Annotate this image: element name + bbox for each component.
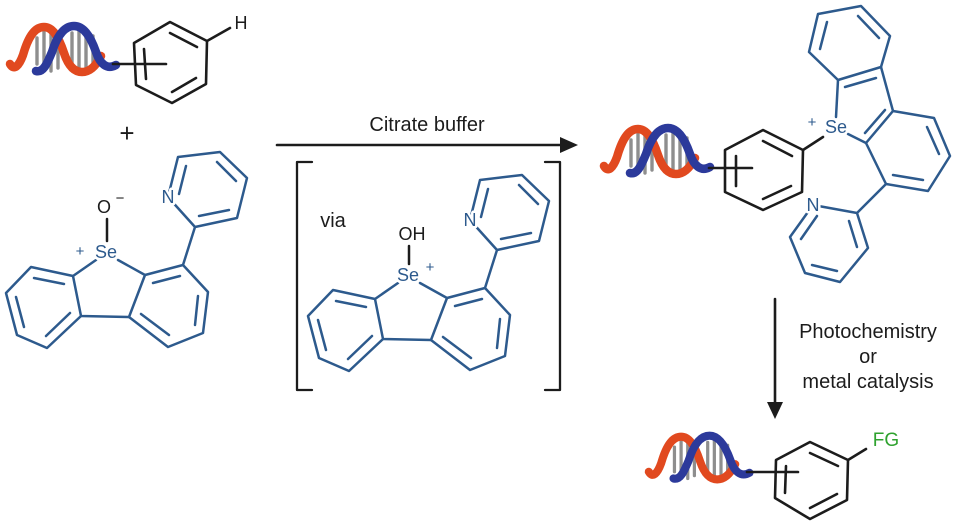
minus-charge: −	[116, 190, 125, 207]
arrow-condition-line3: metal catalysis	[802, 371, 933, 393]
plus-charge: +	[76, 243, 85, 260]
arrowhead	[767, 402, 783, 419]
o-label: O	[97, 197, 111, 217]
arrowhead	[560, 137, 578, 153]
bracket-right	[543, 160, 562, 392]
arrow-condition-line1: Photochemistry	[799, 321, 937, 343]
n-label: N	[807, 195, 820, 215]
intermediate-bracketed: via OH +	[295, 160, 562, 392]
final-product-dna-aryl-fg: FG	[649, 428, 902, 521]
plus-sign: +	[119, 118, 134, 148]
selenoxide-reagent: O − +	[6, 152, 247, 348]
reaction-arrow-right: Citrate buffer	[275, 114, 578, 153]
fused-benzene-top	[807, 4, 892, 82]
fg-label: FG	[873, 430, 899, 451]
selenophene-ring	[834, 65, 895, 145]
c-h-bond	[205, 26, 232, 43]
se-label: Se	[825, 117, 847, 137]
plus-charge: +	[808, 114, 817, 131]
double-bond-lines	[142, 31, 199, 94]
selenophene-pyridine-core	[6, 152, 247, 348]
aryl-fg-bond	[846, 447, 868, 462]
double-bond-lines	[734, 139, 794, 201]
h-label: H	[235, 13, 248, 33]
product-selenonium: Se + N	[604, 4, 952, 284]
double-bond-lines	[799, 14, 941, 273]
dna-helix-icon	[604, 128, 710, 174]
plus-charge: +	[426, 259, 435, 276]
arrow-condition-label: Citrate buffer	[369, 114, 485, 136]
aryl-se-bond	[801, 135, 825, 152]
via-label: via	[320, 210, 346, 232]
fused-benzene-right	[864, 109, 952, 193]
arrow-condition-line2: or	[859, 346, 877, 368]
bracket-left	[295, 160, 314, 392]
reactant-dna-arene: H	[10, 11, 250, 105]
pyridyl-bond	[855, 182, 888, 215]
double-bond-lines	[783, 451, 840, 510]
dna-helix-icon	[10, 26, 116, 72]
oh-label: OH	[399, 224, 426, 244]
dna-helix-icon	[649, 436, 750, 480]
reaction-arrow-down: Photochemistry or metal catalysis	[767, 297, 937, 419]
